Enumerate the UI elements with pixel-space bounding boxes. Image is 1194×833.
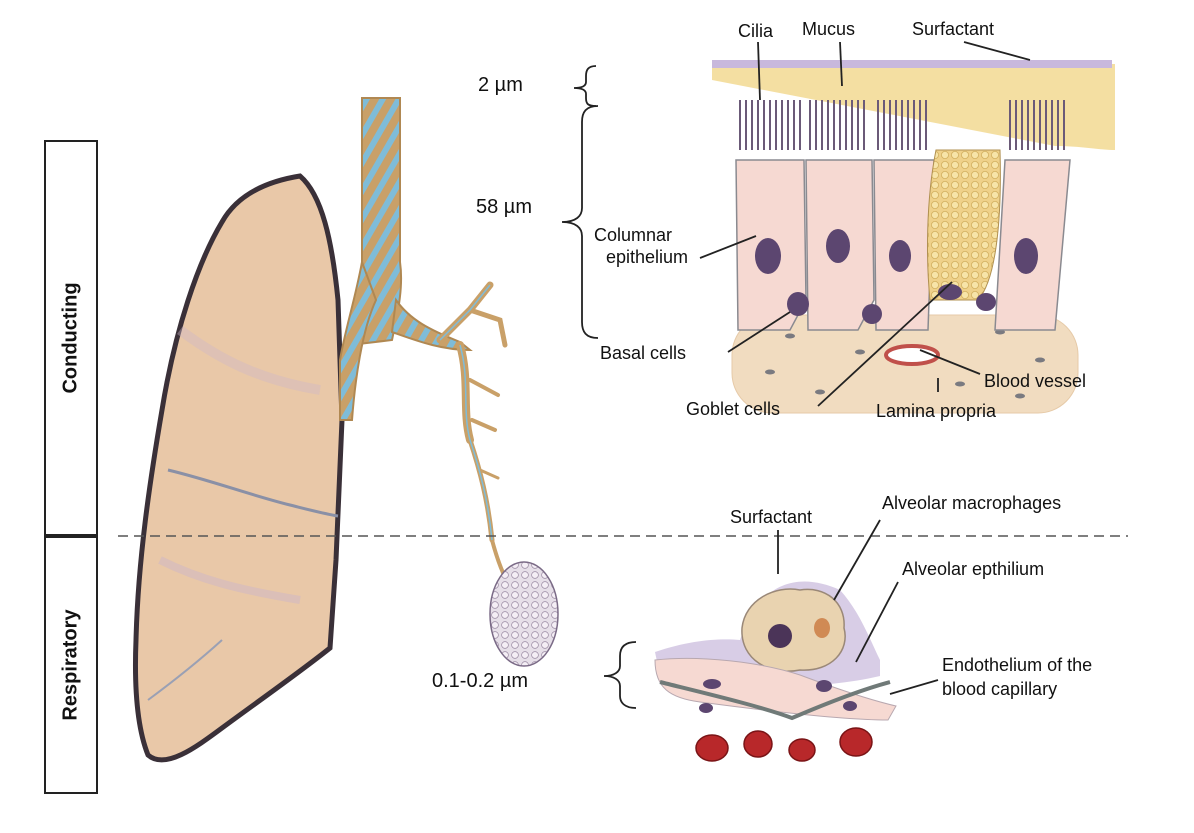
blood-vessel [884,344,940,366]
lung-lobe [133,173,345,763]
mucus-label: Mucus [802,19,856,39]
barrier-thickness-label: 0.1-0.2 µm [432,670,529,692]
leader-lines [699,41,1031,695]
surfactant-label-alveolar: Surfactant [730,507,813,527]
endothelium-label-line2: blood capillary [942,679,1058,699]
goblet-cells-label: Goblet cells [686,399,781,419]
measurement-braces [561,65,637,709]
goblet-cell [927,149,1001,301]
alveolar-barrier [654,581,897,762]
conducting-epithelium [712,60,1115,414]
right-bronchus [390,297,473,352]
columnar-epithelium-label-line2: epithelium [606,247,689,267]
cilia-label: Cilia [738,21,774,41]
epithelium-thickness-label: 58 µm [476,196,532,218]
capillary-endothelium [659,680,891,721]
basal-cells-label: Basal cells [600,343,687,363]
nuclei [755,229,1038,324]
surfactant-label-top: Surfactant [912,19,995,39]
airway-tree [339,97,559,667]
brace-barrier [603,641,637,709]
lung-fissure-lower [147,639,223,701]
respiratory-zone-box: Respiratory [44,536,98,794]
lamina-propria-label: Lamina propria [876,401,997,421]
red-blood-cells [695,727,873,762]
columnar-epithelium-label-line1: Columnar [594,225,673,245]
alveolar-epithelial-cell [654,657,897,721]
mucus-thickness-label: 2 µm [478,74,523,96]
blood-vessel-label: Blood vessel [984,371,1087,391]
brace-mucus [573,65,597,107]
cilia [739,100,1065,150]
alveolar-macrophages-label: Alveolar macrophages [882,493,1062,513]
respiratory-zone-label: Respiratory [59,609,82,721]
left-bronchus [339,258,378,421]
conducting-zone-box: Conducting [44,140,98,536]
lung-illustration [133,173,345,763]
brace-epithelium [561,105,599,339]
conducting-zone-label: Conducting [59,282,82,394]
endothelium-label-line1: Endothelium of the [942,655,1093,675]
alveolar-sac-cluster [489,561,559,667]
alveolar-epithelium-label: Alveolar epthilium [902,559,1045,579]
lung-fissure [167,468,339,518]
